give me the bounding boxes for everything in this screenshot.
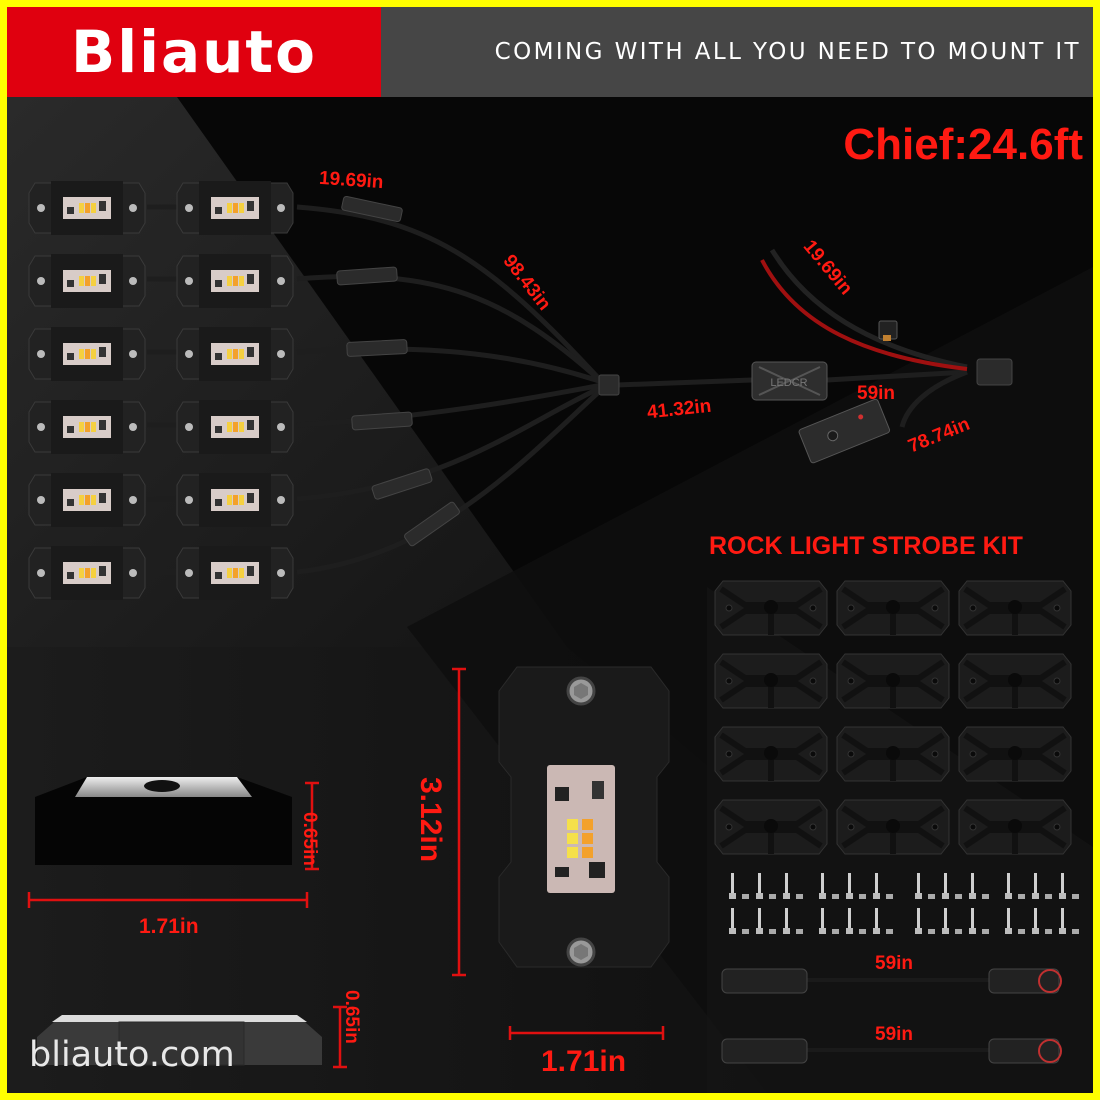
rock-light-pod	[28, 544, 146, 602]
mounting-bracket	[958, 652, 1072, 710]
dimension-drawings	[27, 666, 670, 1069]
label-controller-out: 59in	[857, 383, 896, 404]
cable-power-red	[760, 259, 968, 371]
connector-1	[341, 195, 403, 223]
mounting-bracket	[836, 579, 950, 637]
profile-view-pod	[37, 1015, 322, 1066]
rock-light-pod	[176, 471, 294, 529]
dim-top-width	[508, 1026, 665, 1040]
plug-connector	[976, 358, 1013, 386]
dim-side-width	[27, 892, 309, 908]
extension-cables	[721, 968, 1062, 1064]
cable-pod-5	[296, 384, 604, 502]
cable-switch	[899, 369, 968, 428]
rock-light-pod	[176, 325, 294, 383]
rock-light-pod	[176, 179, 294, 237]
rock-light-pod	[28, 471, 146, 529]
product-image: Bliauto COMING WITH ALL YOU NEED TO MOUN…	[7, 7, 1093, 1093]
label-side-height: 0.65in	[299, 812, 320, 866]
connector-2	[336, 266, 398, 286]
rock-light-pod	[28, 252, 146, 310]
mounting-bracket	[836, 652, 950, 710]
controller-box: LEDCR	[751, 361, 828, 401]
kit-title: ROCK LIGHT STROBE KIT	[709, 532, 1023, 560]
wiring-harness: LEDCR	[147, 195, 1013, 575]
mounting-bracket	[714, 798, 828, 856]
connector-3	[346, 339, 408, 357]
rock-light-pod	[28, 325, 146, 383]
header-tagline-bar: COMING WITH ALL YOU NEED TO MOUNT IT	[381, 7, 1093, 97]
label-top-length: 3.12in	[414, 777, 447, 863]
cable-pod-4	[296, 382, 603, 428]
cable-to-controller	[616, 377, 753, 388]
top-view-pod	[498, 666, 670, 968]
total-length-title: Chief:24.6ft	[843, 120, 1083, 169]
website-watermark: bliauto.com	[29, 1035, 235, 1075]
label-top-width: 1.71in	[541, 1045, 627, 1078]
connector-4	[351, 411, 413, 431]
cable-pod-links	[147, 204, 177, 575]
extension-cable-2	[721, 1038, 1062, 1064]
label-side-width: 1.71in	[139, 915, 199, 938]
splitter-hub	[598, 374, 620, 396]
cable-controller-out	[826, 369, 968, 383]
connector-5	[371, 468, 433, 500]
switch-box	[798, 398, 891, 464]
rock-light-pod	[28, 398, 146, 456]
rock-light-pod	[176, 252, 294, 310]
rock-light-pod	[28, 179, 146, 237]
fuse	[883, 335, 891, 341]
cable-power-black	[769, 248, 968, 370]
controller-label: LEDCR	[770, 377, 807, 389]
side-view-pod	[35, 777, 292, 865]
label-extension-1: 59in	[875, 953, 914, 974]
mounting-bracket	[714, 652, 828, 710]
brand-name: Bliauto	[71, 18, 317, 86]
mounting-bracket	[958, 725, 1072, 783]
dim-side-height	[305, 781, 319, 871]
extension-cable-1	[721, 968, 1062, 994]
mounting-bracket	[958, 798, 1072, 856]
mounting-bracket	[836, 798, 950, 856]
dim-top-length	[452, 667, 466, 977]
dim-profile-height	[333, 1005, 347, 1069]
rock-light-pod	[176, 544, 294, 602]
mounting-bracket	[714, 725, 828, 783]
mounting-bracket	[714, 579, 828, 637]
label-profile-height: 0.65in	[341, 990, 362, 1044]
label-extension-2: 59in	[875, 1024, 914, 1045]
cable-pod-1	[296, 204, 604, 384]
cable-pod-6	[296, 387, 604, 575]
connector-6	[404, 501, 460, 547]
brand-logo: Bliauto	[7, 7, 381, 97]
tagline: COMING WITH ALL YOU NEED TO MOUNT IT	[494, 39, 1081, 65]
mounting-bracket	[836, 725, 950, 783]
rock-light-pod	[176, 398, 294, 456]
mounting-bracket	[958, 579, 1072, 637]
